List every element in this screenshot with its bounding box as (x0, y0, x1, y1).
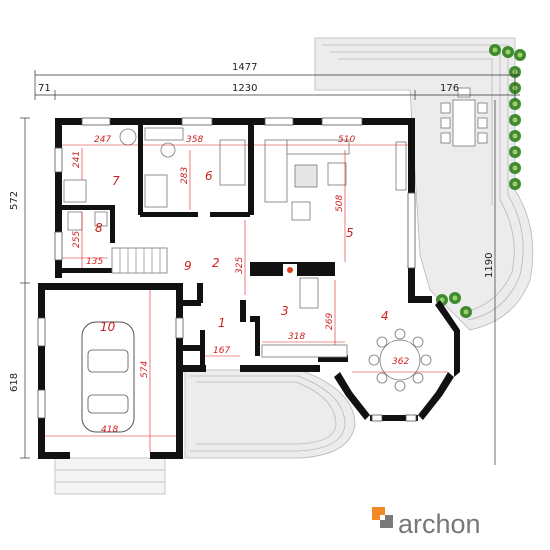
dim-508: 508 (335, 195, 345, 212)
rear-terrace (314, 37, 534, 331)
terrace-dining-set (440, 87, 488, 147)
dim-574: 574 (140, 361, 150, 378)
plant-icon (489, 44, 501, 56)
dim-top-left: 71 (38, 83, 51, 94)
dim-top-right: 176 (440, 83, 459, 94)
furniture (63, 127, 432, 433)
brand-name: archon (398, 509, 481, 539)
room-label-9: 9 (184, 259, 192, 273)
dim-167: 167 (213, 346, 230, 356)
plant-icon (509, 114, 521, 126)
dining-table (368, 328, 432, 392)
plant-icon (509, 130, 521, 142)
room-label-1: 1 (218, 316, 226, 330)
garage-driveway (54, 457, 166, 495)
dim-283: 283 (180, 167, 190, 184)
dim-325: 325 (235, 257, 245, 274)
room-label-4: 4 (381, 309, 389, 323)
plant-icon (460, 306, 472, 318)
front-terrace (184, 369, 356, 459)
archon-logo: archon (372, 507, 481, 539)
plant-icon (449, 292, 461, 304)
dim-top-total: 1477 (232, 62, 257, 73)
dim-318: 318 (288, 332, 305, 342)
dim-top-main: 1230 (232, 83, 257, 94)
fire-icon (287, 267, 293, 273)
dim-247: 247 (94, 135, 111, 145)
dim-418: 418 (101, 425, 118, 435)
dim-left-bottom: 618 (9, 373, 20, 392)
room-label-8: 8 (95, 221, 103, 235)
car (81, 321, 135, 433)
room-label-10: 10 (100, 320, 116, 334)
dim-135: 135 (86, 257, 103, 267)
plant-icon (509, 178, 521, 190)
overall-dimension-lines (20, 70, 520, 465)
plant-icon (509, 98, 521, 110)
dim-358: 358 (186, 135, 203, 145)
room-label-3: 3 (281, 304, 289, 318)
windows (37, 117, 417, 422)
dim-510: 510 (338, 135, 355, 145)
dim-right: 1190 (484, 253, 495, 278)
plant-row (436, 44, 526, 318)
plant-icon (514, 49, 526, 61)
room-label-5: 5 (346, 226, 354, 240)
dim-left-top: 572 (9, 191, 20, 210)
dim-241: 241 (72, 151, 82, 168)
dim-269: 269 (325, 313, 335, 330)
plant-icon (509, 162, 521, 174)
dim-255: 255 (72, 231, 82, 248)
room-label-2: 2 (212, 256, 220, 270)
plant-icon (502, 46, 514, 58)
dim-362: 362 (392, 357, 409, 367)
room-label-6: 6 (205, 169, 213, 183)
walls (38, 118, 460, 459)
staircase (111, 247, 168, 274)
plant-icon (509, 146, 521, 158)
internal-dimension-lines (45, 144, 448, 452)
room-label-7: 7 (112, 174, 120, 188)
